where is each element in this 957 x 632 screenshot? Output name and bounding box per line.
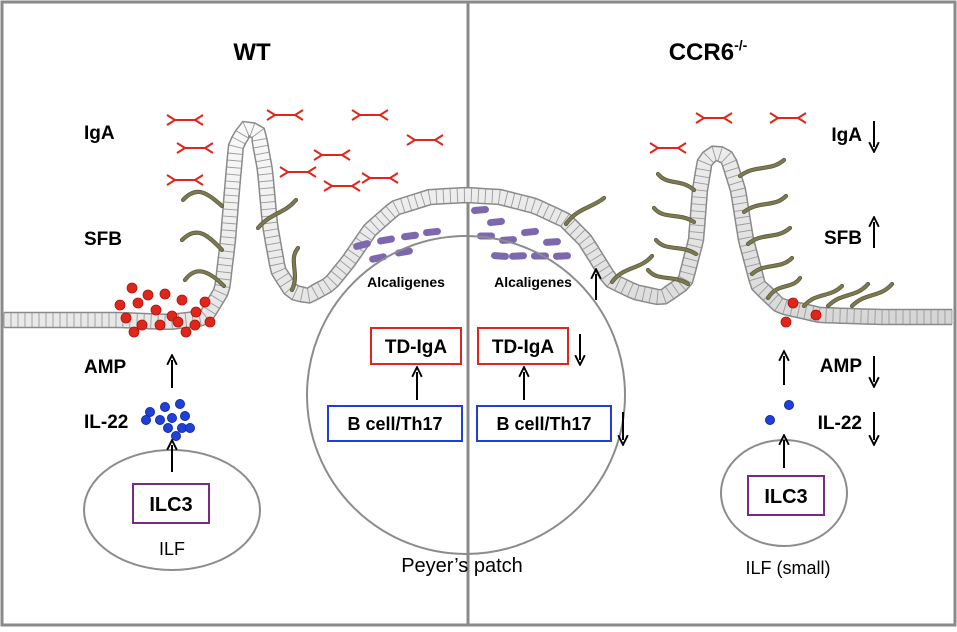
label-bcell-left: B cell/Th17 [347,414,442,434]
label-sfb-left: SFB [84,229,122,250]
amp-dot [129,327,139,337]
iga-molecule [324,181,360,191]
peyers-patch-circle [307,236,625,554]
alcaligenes-rod [471,206,490,215]
iga-molecule [770,113,806,123]
amp-dot [137,320,147,330]
alcaligenes-rod [487,218,506,227]
il22-dot [185,423,194,432]
il22-dot [160,402,169,411]
alcaligenes-rod [543,238,561,246]
amp-dot [160,289,170,299]
alcaligenes-rod [491,252,509,260]
amp-dot [177,295,187,305]
amp-dot [191,307,201,317]
panel-title-wt: WT [233,39,271,66]
panel-title-ccr6: CCR6-/- [669,37,748,66]
label-ilc3-right: ILC3 [764,486,807,508]
label-alcaligenes-right: Alcaligenes [494,274,572,290]
label-bcell-right: B cell/Th17 [496,414,591,434]
il22-dot [167,413,176,422]
epithelial-cell-border [868,309,869,324]
epithelial-cell-border [471,188,472,203]
ccr6-superscript: -/- [734,37,748,53]
il22-dot [155,415,164,424]
amp-dot [143,290,153,300]
epithelial-cell-border [840,308,841,323]
il22-dot [163,423,172,432]
epithelial-cell-border [854,309,855,324]
epithelial-cell-border [875,309,876,324]
iga-molecule [650,143,686,153]
amp-dot [205,317,215,327]
alcaligenes-rod [423,228,442,237]
label-ilf-left: ILF [159,539,185,559]
amp-dot [151,305,161,315]
alcaligenes-rod [401,231,420,240]
alcaligenes-rod [553,252,571,260]
label-peyers-patch: Peyer’s patch [401,555,523,577]
ccr6-base: CCR6 [669,39,734,66]
iga-molecule [267,110,303,120]
il22-dot [784,400,793,409]
amp-dot [811,310,821,320]
iga-molecule [167,115,203,125]
alcaligenes-rod [377,235,396,245]
label-tdiga-left: TD-IgA [385,337,448,358]
epithelial-cell-border [861,309,862,324]
iga-molecule [177,143,213,153]
label-iga-right: IgA [831,125,862,146]
amp-dot [133,298,143,308]
iga-molecule [696,113,732,123]
amp-dot [190,320,200,330]
label-tdiga-right: TD-IgA [492,337,555,358]
epithelial-cell-border [151,314,152,329]
amp-dot [788,298,798,308]
amp-dot [121,313,131,323]
amp-dot [127,283,137,293]
label-sfb-right: SFB [824,228,862,249]
il22-dot [180,411,189,420]
il22-dot [765,415,774,424]
iga-molecule [352,110,388,120]
alcaligenes-rod [509,252,527,260]
label-il22-left: IL-22 [84,412,128,433]
label-amp-right: AMP [820,356,863,377]
label-ilc3-left: ILC3 [149,494,192,516]
il22-dot [171,431,180,440]
il22-dot [141,415,150,424]
amp-dot [115,300,125,310]
iga-molecule [407,135,443,145]
label-alcaligenes-left: Alcaligenes [367,274,445,290]
epithelium-inner-edge [4,122,952,315]
amp-dot [181,327,191,337]
epithelial-cell-border [847,308,848,323]
amp-dot [173,317,183,327]
label-amp-left: AMP [84,357,127,378]
iga-molecule [362,173,398,183]
iga-molecule [314,150,350,160]
label-iga-left: IgA [84,123,115,144]
alcaligenes-rod [521,228,540,237]
epithelial-cell-border [833,308,834,323]
label-ilf-right: ILF (small) [746,558,831,578]
amp-dot [155,320,165,330]
label-il22-right: IL-22 [818,413,862,434]
iga-molecule [280,167,316,177]
amp-dot [200,297,210,307]
il22-dot [175,399,184,408]
amp-dot [781,317,791,327]
iga-molecule [167,175,203,185]
